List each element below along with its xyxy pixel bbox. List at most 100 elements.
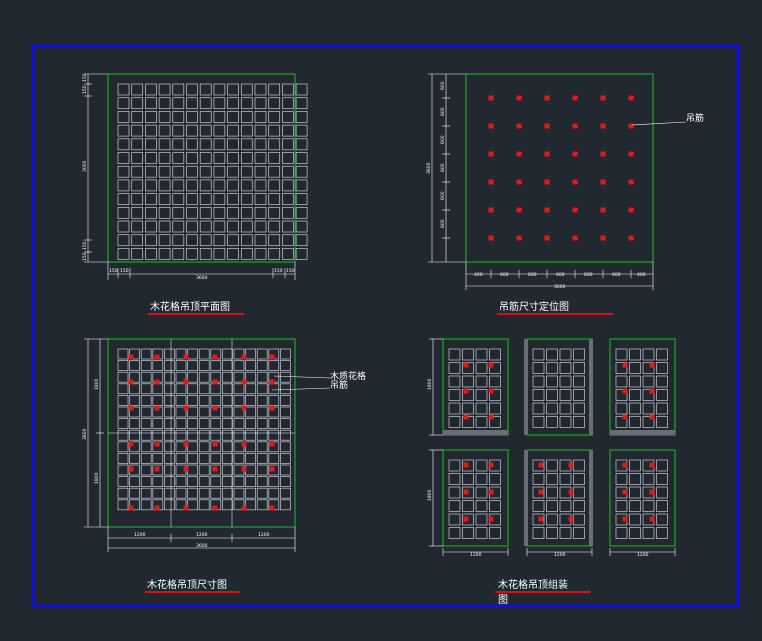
grille-cell [233, 395, 245, 406]
grille-cell [629, 486, 641, 499]
grille-cell [615, 362, 628, 374]
grille-cell [187, 395, 198, 406]
grille-cell [245, 406, 256, 418]
grille-cell [187, 487, 198, 499]
grille-cell [280, 348, 291, 360]
grille-cell [268, 179, 281, 192]
grille-cell [268, 476, 280, 487]
grille-cell [280, 406, 291, 418]
grille-cell [198, 418, 210, 429]
grille-cell [280, 383, 291, 395]
grille-cell [448, 486, 461, 499]
grille-cell [175, 360, 187, 371]
grille-cell [222, 453, 233, 464]
grille-cell [245, 464, 256, 476]
grille-cell [629, 459, 641, 472]
grille-cell [186, 83, 198, 96]
grille-cell [629, 513, 641, 526]
grille-cell [559, 389, 572, 401]
grille-cell [131, 193, 144, 205]
grille-cell [546, 527, 558, 539]
grille-cell [140, 395, 152, 406]
grille-cell [268, 429, 280, 441]
grille-cell [117, 220, 130, 233]
hanger-point [241, 505, 247, 511]
grille-cell [117, 429, 129, 441]
grille-cell [210, 383, 222, 395]
grille-cell [222, 371, 233, 383]
grille-cell [475, 362, 488, 374]
grille-cell [117, 111, 130, 123]
grille-cell [186, 124, 198, 137]
grille-cell [559, 473, 572, 485]
grille-cell [240, 165, 253, 178]
grille-cell [642, 402, 655, 415]
grille-cell [282, 124, 294, 137]
grille-cell [532, 362, 545, 374]
grille-cell [199, 206, 212, 219]
hanger-point [600, 123, 606, 129]
hanger-point [600, 207, 606, 213]
grille-cell [213, 234, 226, 247]
grille-cell [295, 124, 308, 137]
grille-cell [117, 83, 130, 96]
grille-cell [656, 513, 668, 526]
grille-cell [240, 124, 253, 137]
grille-cell [546, 459, 558, 472]
grille-cell [256, 441, 268, 453]
grille-cell [152, 453, 164, 464]
grille-cell [489, 500, 501, 512]
grille-cell [210, 487, 222, 499]
grille-cell [158, 206, 171, 219]
grille-cell [642, 389, 655, 401]
assembly-module [609, 338, 676, 436]
grille-cell [152, 464, 164, 476]
grille-cell [145, 193, 157, 205]
grille-cell [227, 234, 239, 247]
hanger-point [488, 489, 494, 495]
grille-cell [186, 248, 198, 260]
hanger-point [212, 441, 218, 447]
grille-cell [475, 486, 488, 499]
plan-dim-bottom-4: 150 [286, 268, 295, 274]
grille-cell [117, 348, 129, 360]
grille-cell [254, 83, 267, 96]
hanger-point [212, 354, 218, 360]
grille-cell [129, 453, 140, 464]
hanger-position-outline [465, 73, 654, 263]
plan-left-dimensions [84, 73, 108, 263]
grille-cell [186, 138, 198, 151]
grille-cell [199, 165, 212, 178]
hanger-point [212, 405, 218, 411]
grille-cell [462, 473, 474, 485]
grille-cell [268, 383, 280, 395]
grille-cell [129, 441, 140, 453]
hanger-point [544, 151, 550, 157]
grille-cell [448, 459, 461, 472]
grille-cell [164, 476, 175, 487]
grille-cell [462, 402, 474, 415]
grille-cell [117, 487, 129, 499]
grille-cell [256, 406, 268, 418]
assembly-module-hatch [589, 450, 593, 546]
grille-cell [656, 416, 668, 428]
grille-cell [629, 416, 641, 428]
pos-left-dimensions [428, 73, 466, 263]
grille-cell [145, 234, 157, 247]
grille-cell [158, 179, 171, 192]
grille-cell [573, 459, 585, 472]
grille-cell [117, 97, 130, 110]
wood-grille-callout-label: 木质花格 [330, 370, 366, 382]
grille-cell [240, 193, 253, 205]
grille-cell [559, 500, 572, 512]
grille-cell [532, 348, 545, 361]
grille-cell [282, 138, 294, 151]
grille-cell [187, 348, 198, 360]
grille-cell [532, 500, 545, 512]
hanger-point [154, 441, 160, 447]
dim-left-0: 1800 [94, 378, 100, 390]
grille-cell [186, 97, 198, 110]
grille-cell [256, 464, 268, 476]
grille-cell [222, 360, 233, 371]
plan-dim-left-1: 150 [82, 85, 88, 94]
